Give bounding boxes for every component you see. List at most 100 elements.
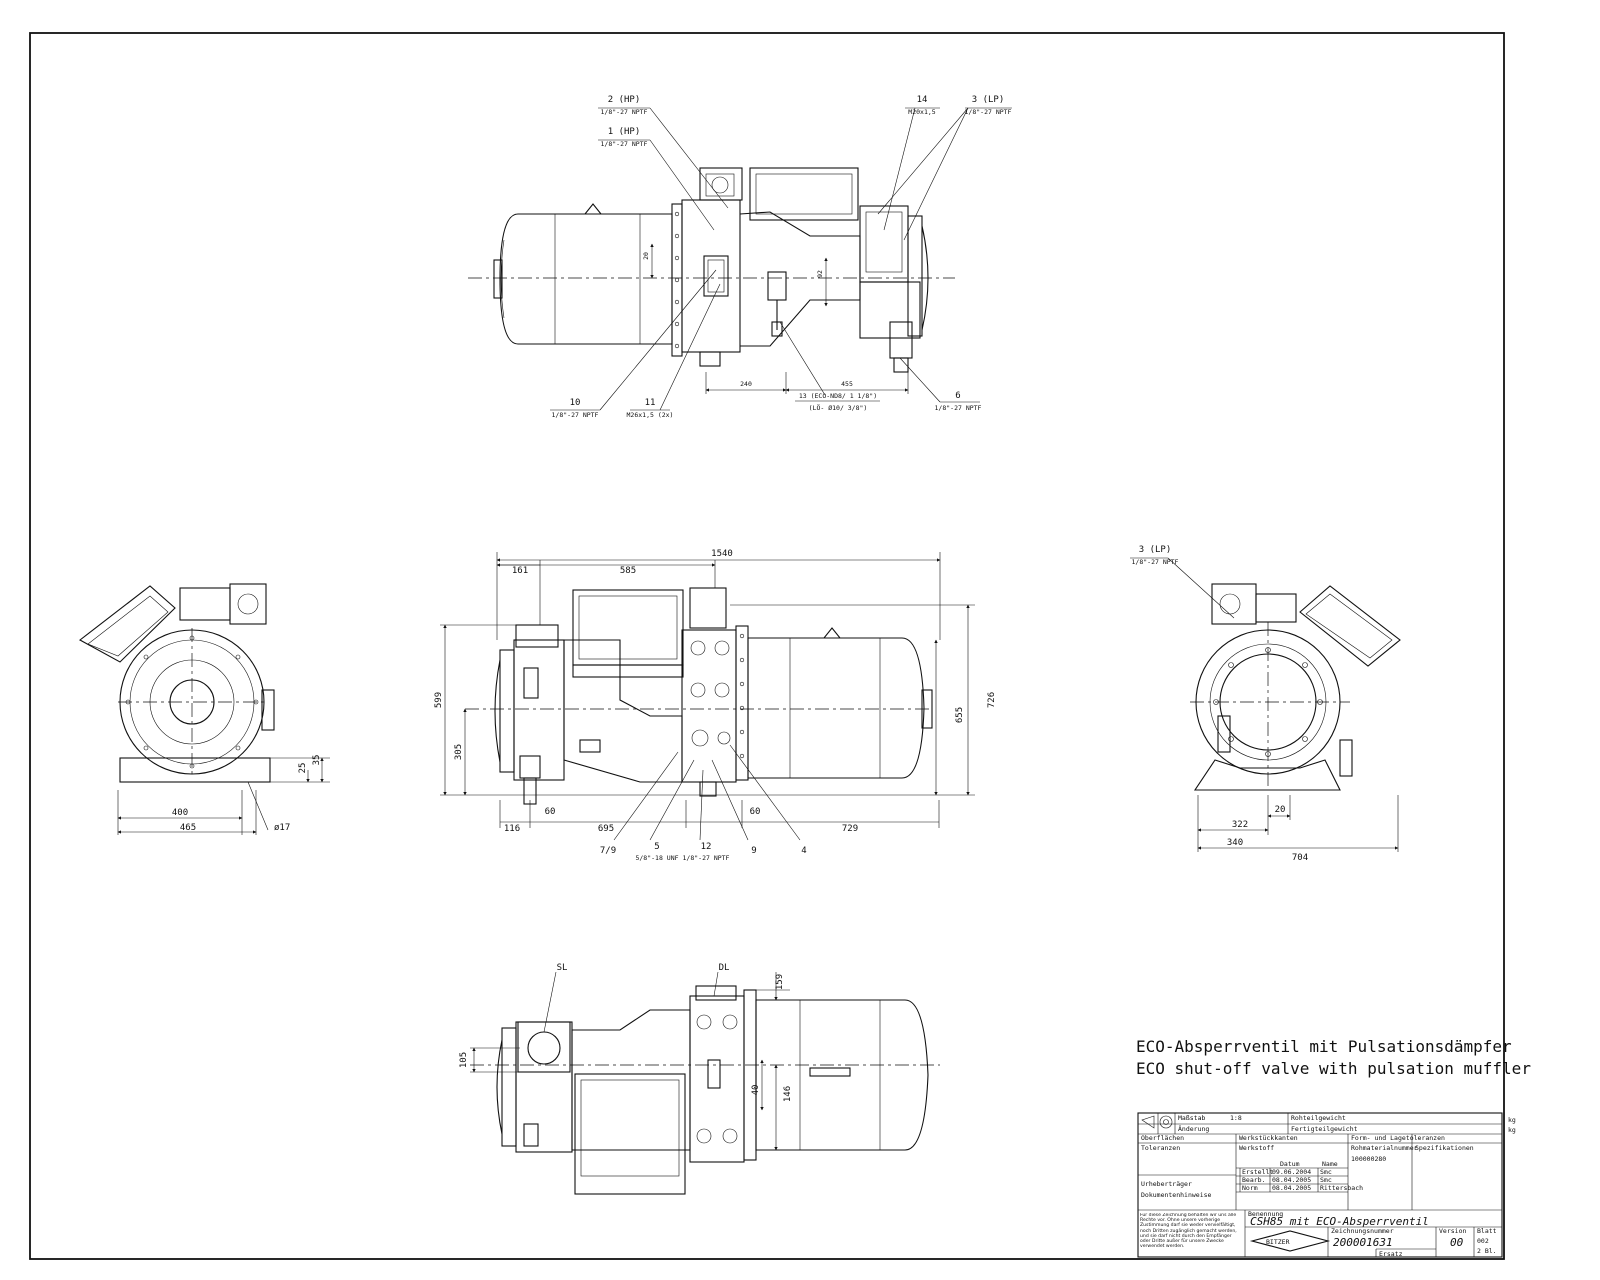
dim-bottom-40: 40 <box>751 1085 761 1096</box>
dim-top-455: 455 <box>841 380 853 388</box>
tb-erstellt: Erstellt <box>1242 1168 1273 1176</box>
dim-bottom-146: 146 <box>783 1086 793 1102</box>
dim-left-400: 400 <box>172 808 188 818</box>
callout-1-hp: 1 (HP) <box>608 127 641 137</box>
callout-10: 10 <box>570 398 581 408</box>
tb-bearb: Bearb. <box>1242 1176 1265 1184</box>
top-view-labels: 2 (HP) 1/8"-27 NPTF 1 (HP) 1/8"-27 NPTF … <box>552 95 1012 419</box>
callout-4: 4 <box>801 846 806 856</box>
callout-11: 11 <box>645 398 656 408</box>
callout-3-lp: 3 (LP) <box>972 95 1005 105</box>
tb-ersatz: Ersatz <box>1379 1250 1403 1258</box>
dim-top-20: 20 <box>642 252 650 260</box>
callout-dl: DL <box>719 963 730 973</box>
dim-front-116: 116 <box>504 824 520 834</box>
bottom-view-labels: SL DL 159 105 40 146 <box>459 963 793 1102</box>
bottom-view <box>470 971 940 1195</box>
dim-bottom-105: 105 <box>459 1052 469 1068</box>
callout-1-spec: 1/8"-27 NPTF <box>601 140 648 148</box>
callout-right-3-lp: 3 (LP) <box>1139 545 1172 555</box>
dim-right-704: 704 <box>1292 853 1308 863</box>
callout-sl: SL <box>557 963 568 973</box>
tb-rohmaterial-value: 100000280 <box>1351 1155 1386 1163</box>
title-block-text: Maßstab 1:8 Änderung Rohteilgewicht Fert… <box>1141 1114 1516 1258</box>
callout-12: 12 <box>701 842 712 852</box>
tb-norm-name: Rittersbach <box>1320 1184 1363 1192</box>
tb-urheber: Urheberträger <box>1141 1180 1192 1188</box>
tb-toleranzen: Toleranzen <box>1141 1144 1180 1152</box>
caption-english: ECO shut-off valve with pulsation muffle… <box>1136 1059 1531 1078</box>
top-view: 20 92 240 455 <box>468 107 1012 411</box>
callout-14: 14 <box>917 95 928 105</box>
dim-front-585: 585 <box>620 566 636 576</box>
tb-bearb-date: 08.04.2005 <box>1272 1176 1311 1184</box>
tb-copyright-note: Für diese Zeichnung behalten wir uns all… <box>1140 1213 1237 1250</box>
tb-benennung-label: Benennung <box>1248 1210 1283 1218</box>
dim-left-25: 25 <box>298 763 308 774</box>
dim-left-17: ø17 <box>274 823 290 833</box>
left-view-labels: 400 465 ø17 25 35 <box>172 755 322 833</box>
tb-massstab-label: Maßstab <box>1178 1114 1205 1122</box>
dim-right-322: 322 <box>1232 820 1248 830</box>
tb-logo: BITZER <box>1266 1238 1290 1246</box>
dim-front-729: 729 <box>842 824 858 834</box>
callout-5: 5 <box>654 842 659 852</box>
callout-6: 6 <box>955 391 960 401</box>
tb-form-lage: Form- und Lagetoleranzen <box>1351 1134 1445 1142</box>
left-view <box>78 583 330 835</box>
callout-right-3-spec: 1/8"-27 NPTF <box>1132 558 1179 566</box>
tb-version: 00 <box>1450 1236 1464 1249</box>
tb-werkstoff: Werkstoff <box>1239 1144 1274 1152</box>
tb-datum: Datum <box>1280 1160 1300 1168</box>
tb-name: Name <box>1322 1160 1338 1168</box>
dim-right-20: 20 <box>1275 805 1286 815</box>
dim-front-161: 161 <box>512 566 528 576</box>
front-view <box>440 552 975 841</box>
callout-12-spec: 1/8"-27 NPTF <box>683 854 730 862</box>
tb-werkstueckkanten: Werkstückkanten <box>1239 1134 1298 1142</box>
dim-left-465: 465 <box>180 823 196 833</box>
dim-front-1540: 1540 <box>711 549 733 559</box>
tb-bearb-name: Smc <box>1320 1176 1332 1184</box>
callout-11-spec: M26x1,5 (2x) <box>627 411 674 419</box>
callout-3-spec: 1/8"-27 NPTF <box>965 108 1012 116</box>
tb-norm: Norm <box>1242 1184 1258 1192</box>
tb-massstab-value: 1:8 <box>1230 1114 1242 1122</box>
tb-blatt: 002 <box>1477 1237 1489 1245</box>
dim-bottom-159: 159 <box>775 974 785 990</box>
tb-aenderung: Änderung <box>1178 1124 1209 1133</box>
dim-front-305: 305 <box>454 744 464 760</box>
front-view-labels: 1540 161 585 599 305 655 726 116 60 695 … <box>434 549 997 862</box>
tb-dokument: Dokumentenhinweise <box>1141 1191 1212 1199</box>
callout-10-spec: 1/8"-27 NPTF <box>552 411 599 419</box>
tb-oberflaechen: Oberflächen <box>1141 1134 1184 1142</box>
dim-front-695: 695 <box>598 824 614 834</box>
tb-fertigteilgewicht: Fertigteilgewicht <box>1291 1125 1358 1133</box>
tb-erstellt-date: 09.06.2004 <box>1272 1168 1311 1176</box>
tb-blatt-label: Blatt <box>1477 1227 1497 1235</box>
callout-14-spec: M20x1,5 <box>908 108 935 116</box>
callout-5-spec: 5/8"-18 UNF <box>635 854 678 862</box>
dim-front-60b: 60 <box>750 807 761 817</box>
tb-norm-date: 08.04.2005 <box>1272 1184 1311 1192</box>
tb-blatt-of: 2 Bl. <box>1477 1247 1497 1255</box>
dim-front-655: 655 <box>955 707 965 723</box>
right-view <box>1130 557 1401 852</box>
tb-kg-1: kg <box>1508 1116 1516 1124</box>
tb-version-label: Version <box>1439 1227 1466 1235</box>
callout-7-9: 7/9 <box>600 846 616 856</box>
tb-benennung: CSH85 mit ECO-Absperrventil <box>1250 1215 1429 1228</box>
dim-front-726: 726 <box>987 692 997 708</box>
right-view-labels: 3 (LP) 1/8"-27 NPTF 20 322 340 704 <box>1132 545 1309 863</box>
callout-13-spec: (LÖ- Ø10/ 3/8") <box>809 403 868 412</box>
tb-kg-2: kg <box>1508 1126 1516 1134</box>
tb-erstellt-name: Smc <box>1320 1168 1332 1176</box>
callout-6-spec: 1/8"-27 NPTF <box>935 404 982 412</box>
caption-german: ECO-Absperrventil mit Pulsationsdämpfer <box>1136 1037 1512 1056</box>
tb-zeichnungsnummer: 200001631 <box>1333 1236 1393 1249</box>
callout-13: 13 (ECO-ND8/ 1 1/8") <box>799 392 877 400</box>
callout-2-hp: 2 (HP) <box>608 95 641 105</box>
dim-front-599: 599 <box>434 692 444 708</box>
dim-front-60a: 60 <box>545 807 556 817</box>
